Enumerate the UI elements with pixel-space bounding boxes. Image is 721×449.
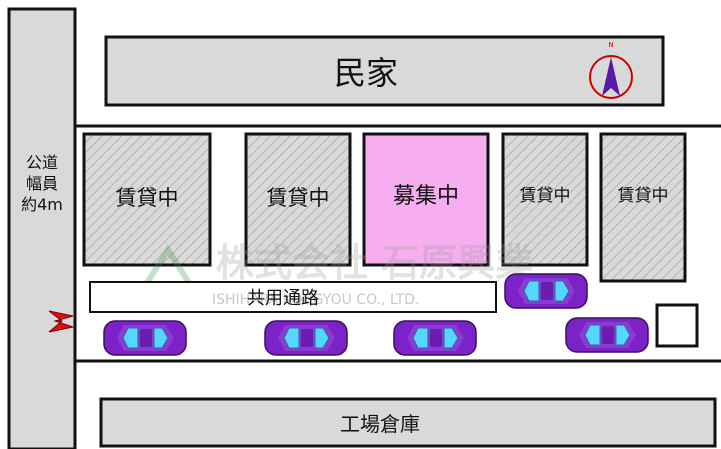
public-road bbox=[7, 7, 77, 449]
utility-box bbox=[655, 303, 699, 348]
car-icon bbox=[103, 320, 187, 356]
unit-2 bbox=[244, 132, 352, 267]
unit-3-available bbox=[362, 132, 490, 267]
shared-path-label: 共用通路 bbox=[247, 288, 319, 309]
unit-2-label: 賃貸中 bbox=[267, 186, 330, 210]
entrance-arrow-icon bbox=[48, 310, 75, 333]
warehouse-label: 工場倉庫 bbox=[340, 412, 420, 436]
unit-1-label: 賃貸中 bbox=[116, 186, 179, 210]
compass-label: N bbox=[608, 41, 613, 49]
road-label-line3: 約4m bbox=[21, 195, 63, 214]
watermark-logo: 株式会社 石原興業 bbox=[130, 241, 533, 303]
factory-warehouse bbox=[99, 397, 717, 448]
car-icon bbox=[393, 320, 477, 356]
car-icon bbox=[504, 273, 588, 309]
neighbor-house bbox=[104, 35, 665, 107]
road-label-line2: 幅員 bbox=[26, 174, 58, 193]
neighbor-label: 民家 bbox=[334, 54, 398, 92]
unit-5-label: 賃貸中 bbox=[618, 186, 669, 206]
unit-4 bbox=[501, 132, 589, 267]
unit-3-label: 募集中 bbox=[393, 184, 459, 209]
car-icon bbox=[264, 320, 348, 356]
unit-1 bbox=[82, 132, 212, 267]
watermark-line2: ISHIHARA KOUGYOU CO., LTD. bbox=[212, 292, 420, 308]
watermark-line1: 株式会社 石原興業 bbox=[216, 241, 533, 285]
north-compass-icon: N bbox=[589, 41, 633, 99]
shared-path bbox=[89, 281, 497, 313]
road-label-line1: 公道 bbox=[26, 153, 58, 172]
car-icon bbox=[565, 317, 649, 353]
unit-5 bbox=[599, 132, 687, 283]
unit-4-label: 賃貸中 bbox=[520, 186, 571, 206]
